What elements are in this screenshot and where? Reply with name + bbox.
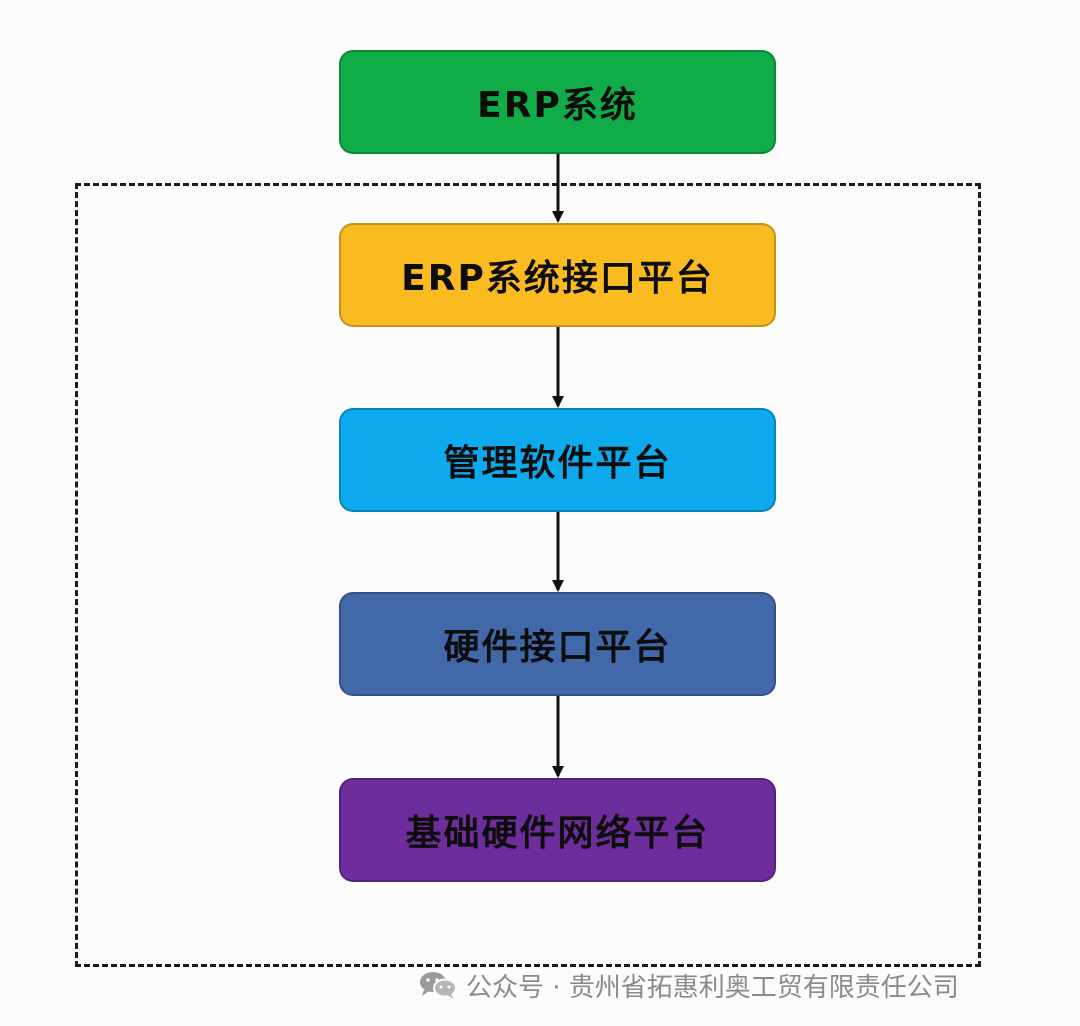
dashed-boundary [75, 183, 981, 967]
node-erp-system: ERP系统 [339, 50, 776, 154]
node-erp-interface-platform: ERP系统接口平台 [339, 223, 776, 327]
watermark: 公众号 · 贵州省拓惠利奥工贸有限责任公司 [418, 965, 959, 1005]
node-label: ERP系统接口平台 [401, 258, 714, 299]
node-label: 基础硬件网络平台 [405, 813, 710, 854]
node-label: 管理软件平台 [443, 443, 672, 484]
watermark-text: 公众号 · 贵州省拓惠利奥工贸有限责任公司 [466, 972, 959, 1003]
wechat-icon [420, 972, 457, 999]
node-hardware-interface-platform: 硬件接口平台 [339, 592, 776, 696]
node-label: ERP系统 [477, 85, 638, 126]
node-management-software-platform: 管理软件平台 [339, 408, 776, 512]
node-basic-hardware-network-platform: 基础硬件网络平台 [339, 778, 776, 882]
node-label: 硬件接口平台 [443, 627, 672, 668]
